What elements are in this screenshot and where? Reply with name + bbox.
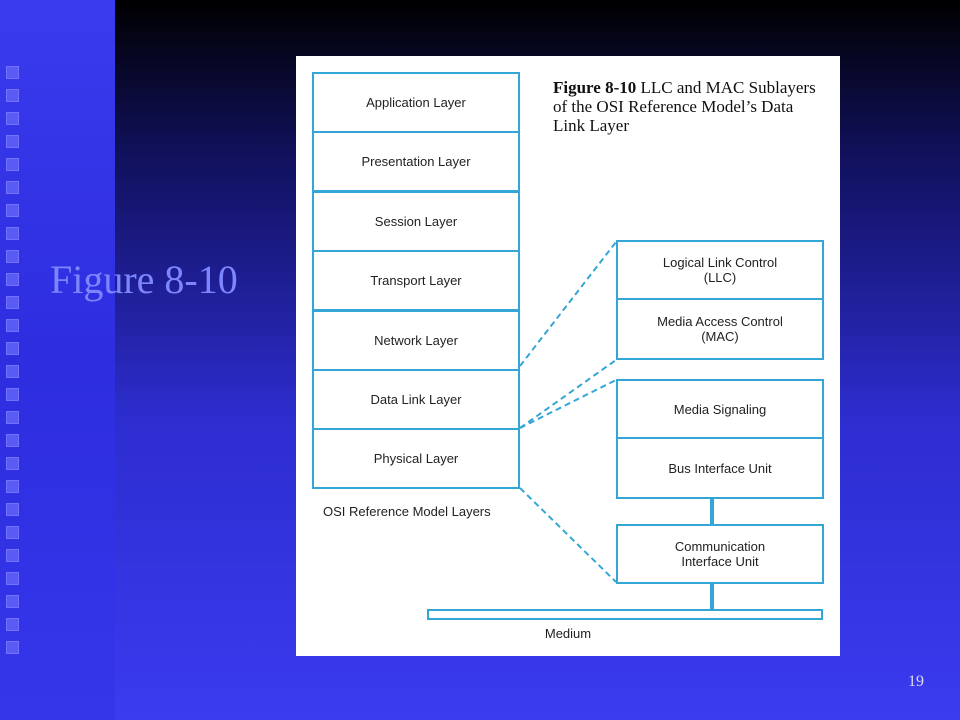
decorative-square [6,457,19,470]
medium-label: Medium [544,626,592,641]
decorative-square [6,434,19,447]
decorative-square [6,365,19,378]
dl-to-mac-line [519,359,617,429]
osi-layer-presentation-layer: Presentation Layer [312,131,520,193]
decorative-square [6,273,19,286]
decorative-square [6,618,19,631]
slide-title: Figure 8-10 [50,257,238,302]
caption-label: Figure 8-10 [553,78,637,97]
page-number: 19 [908,673,924,690]
osi-layer-data-link-layer: Data Link Layer [312,369,520,430]
osi-layer-session-layer: Session Layer [312,190,520,252]
decorative-square [6,503,19,516]
media-signaling-box: Media Signaling [616,379,824,439]
left-sidebar-band [0,0,115,720]
decorative-square [6,549,19,562]
decorative-square [6,112,19,125]
decorative-square [6,411,19,424]
decorative-square [6,227,19,240]
decorative-square [6,250,19,263]
decorative-square [6,296,19,309]
ph-to-comm-line [519,487,617,583]
decorative-square [6,480,19,493]
ph-to-signaling-line [519,379,617,429]
decorative-square [6,135,19,148]
decorative-square [6,641,19,654]
osi-layer-network-layer: Network Layer [312,309,520,371]
decorative-square-column [6,66,26,664]
connector-lines [427,241,823,620]
decorative-square [6,181,19,194]
llc-box: Logical Link Control (LLC) [616,240,824,300]
decorative-square [6,204,19,217]
decorative-square [6,89,19,102]
osi-layer-transport-layer: Transport Layer [312,250,520,312]
decorative-square [6,158,19,171]
bus-interface-unit-box: Bus Interface Unit [616,437,824,499]
osi-layer-physical-layer: Physical Layer [312,428,520,490]
decorative-square [6,595,19,608]
decorative-square [6,572,19,585]
medium-bar [427,609,823,620]
caption-text: LLC and MAC Sublayers of the OSI Referen… [553,78,816,135]
communication-interface-unit-box: Communication Interface Unit [616,524,824,584]
dl-to-llc-line [519,241,617,367]
figure-caption: Figure 8-10 LLC and MAC Sublayers of the… [553,78,823,135]
decorative-square [6,66,19,79]
decorative-square [6,342,19,355]
decorative-square [6,526,19,539]
mac-box: Media Access Control (MAC) [616,298,824,360]
decorative-square [6,388,19,401]
decorative-square [6,319,19,332]
osi-layer-application-layer: Application Layer [312,72,520,133]
osi-reference-label: OSI Reference Model Layers [323,504,491,519]
